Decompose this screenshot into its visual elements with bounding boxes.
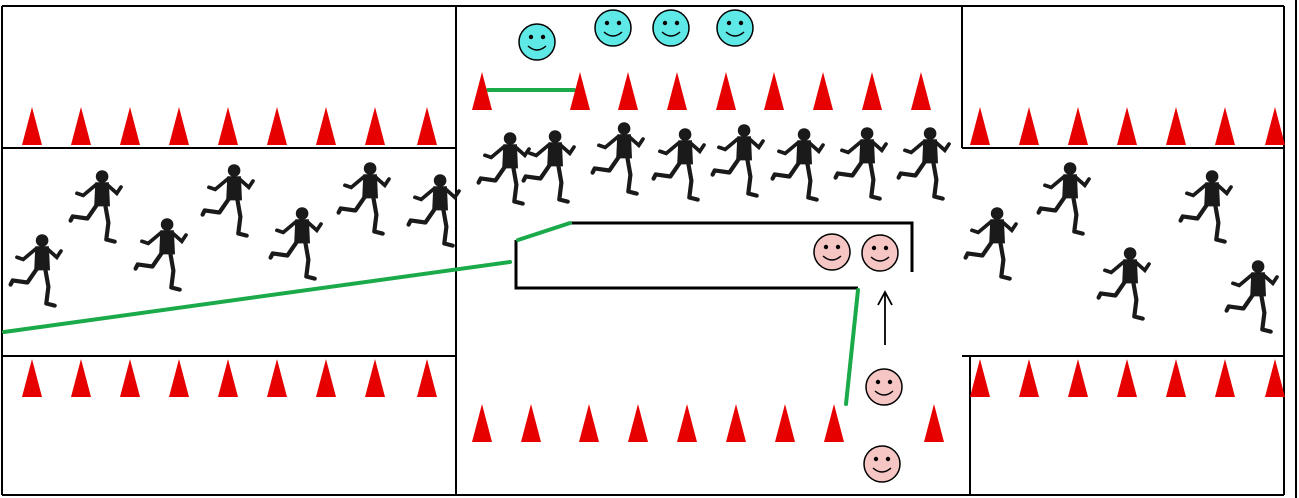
runner-icon bbox=[773, 129, 823, 200]
cone-icon bbox=[579, 404, 599, 442]
smiley-face-icon bbox=[716, 9, 754, 47]
runner-icon bbox=[339, 163, 389, 234]
cone-icon bbox=[1117, 107, 1137, 145]
smiley-face-icon bbox=[652, 9, 690, 47]
runner-icon bbox=[899, 128, 949, 199]
cone-icon bbox=[824, 404, 844, 442]
runner-icon bbox=[1181, 171, 1231, 242]
runner-icon bbox=[203, 165, 253, 236]
cone-icon bbox=[677, 404, 697, 442]
cone-icon bbox=[417, 107, 437, 145]
smiley-face-icon bbox=[863, 445, 901, 483]
runner-icon bbox=[409, 175, 459, 246]
cone-icon bbox=[1019, 359, 1039, 397]
smiley-face-icon bbox=[594, 9, 632, 47]
cone-icon bbox=[71, 107, 91, 145]
runner-icon bbox=[524, 131, 574, 202]
cone-icon bbox=[924, 404, 944, 442]
cone-icon bbox=[365, 359, 385, 397]
runner-icon bbox=[1099, 248, 1149, 319]
runner-icon bbox=[136, 219, 186, 290]
cone-icon bbox=[764, 72, 784, 110]
cone-icon bbox=[716, 72, 736, 110]
cone-icon bbox=[628, 404, 648, 442]
cone-icon bbox=[1019, 107, 1039, 145]
cone-icon bbox=[726, 404, 746, 442]
cone-icon bbox=[267, 107, 287, 145]
runner-icon bbox=[71, 171, 121, 242]
cone-icon bbox=[120, 359, 140, 397]
cone-icon bbox=[1265, 359, 1285, 397]
cone-icon bbox=[267, 359, 287, 397]
cone-icon bbox=[813, 72, 833, 110]
smiley-face-icon bbox=[861, 234, 899, 272]
cone-icon bbox=[521, 404, 541, 442]
cone-icon bbox=[570, 72, 590, 110]
people bbox=[518, 9, 903, 483]
cone-icon bbox=[1166, 107, 1186, 145]
cone-icon bbox=[1068, 107, 1088, 145]
cone-icon bbox=[472, 72, 492, 110]
runner-icon bbox=[1039, 163, 1089, 234]
smiley-face-icon bbox=[518, 23, 556, 61]
smiley-face-icon bbox=[865, 368, 903, 406]
runner-icon bbox=[966, 208, 1016, 279]
cone-icon bbox=[1215, 359, 1235, 397]
smiley-face-icon bbox=[813, 233, 851, 271]
runner-icon bbox=[836, 128, 886, 199]
cone-icon bbox=[169, 359, 189, 397]
runner-icon bbox=[479, 133, 529, 204]
cone-icon bbox=[120, 107, 140, 145]
cone-icon bbox=[970, 107, 990, 145]
route-lines bbox=[2, 88, 860, 406]
cone-icon bbox=[316, 107, 336, 145]
runner-icon bbox=[593, 123, 643, 194]
cone-icon bbox=[618, 72, 638, 110]
cone-icon bbox=[316, 359, 336, 397]
cone-icon bbox=[862, 72, 882, 110]
cone-icon bbox=[71, 359, 91, 397]
runner-icon bbox=[271, 208, 321, 279]
inner-lane-outline bbox=[514, 221, 914, 290]
cone-icon bbox=[1265, 107, 1285, 145]
cone-icon bbox=[218, 107, 238, 145]
runner-icon bbox=[11, 235, 61, 306]
cone-icon bbox=[22, 107, 42, 145]
cone-icon bbox=[667, 72, 687, 110]
cone-icon bbox=[1215, 107, 1235, 145]
runners bbox=[11, 123, 1277, 332]
runner-icon bbox=[1227, 261, 1277, 332]
runner-icon bbox=[713, 125, 763, 196]
cone-icon bbox=[1117, 359, 1137, 397]
cones bbox=[22, 72, 1285, 442]
cone-icon bbox=[365, 107, 385, 145]
cone-icon bbox=[1166, 359, 1186, 397]
cone-icon bbox=[472, 404, 492, 442]
cone-icon bbox=[22, 359, 42, 397]
cone-icon bbox=[1068, 359, 1088, 397]
cone-icon bbox=[911, 72, 931, 110]
arrow-up-icon bbox=[877, 290, 893, 345]
cone-icon bbox=[218, 359, 238, 397]
runner-icon bbox=[654, 129, 704, 200]
cone-icon bbox=[970, 359, 990, 397]
cone-icon bbox=[775, 404, 795, 442]
cone-icon bbox=[417, 359, 437, 397]
cone-icon bbox=[169, 107, 189, 145]
